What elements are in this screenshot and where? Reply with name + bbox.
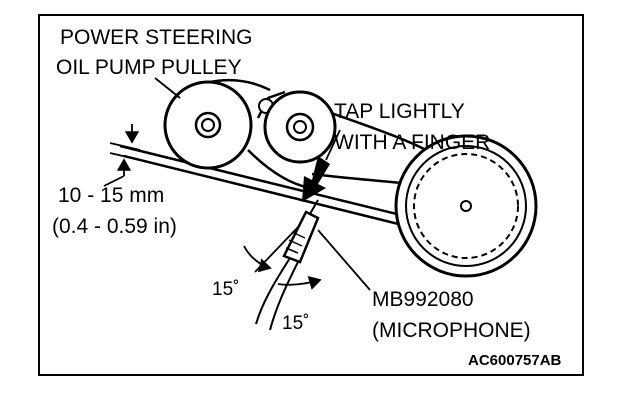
tap-label-line1: TAP LIGHTLY	[334, 100, 465, 123]
tap-label-line2: WITH A FINGER	[334, 131, 491, 154]
oil-pump-pulley	[163, 80, 253, 170]
distance-mm-label: 10 - 15 mm	[58, 184, 165, 207]
microphone-probe	[255, 199, 320, 331]
distance-in-label: (0.4 - 0.59 in)	[52, 215, 177, 238]
angle-guides	[243, 224, 322, 290]
pulley-label-line1: POWER STEERING	[60, 26, 253, 49]
tool-number-label: MB992080	[372, 288, 474, 311]
leader-lines	[154, 77, 371, 291]
tap-arrow	[302, 156, 330, 202]
angle-bottom-label: 15˚	[282, 313, 310, 334]
distance-dimension	[103, 124, 141, 187]
idler-pulley	[256, 90, 337, 164]
crank-pulley	[394, 134, 538, 278]
figure-code-label: AC600757AB	[468, 352, 562, 369]
tool-name-label: (MICROPHONE)	[372, 319, 531, 342]
angle-left-label: 15˚	[212, 279, 240, 300]
pulley-label-line2: OIL PUMP PULLEY	[56, 56, 242, 79]
